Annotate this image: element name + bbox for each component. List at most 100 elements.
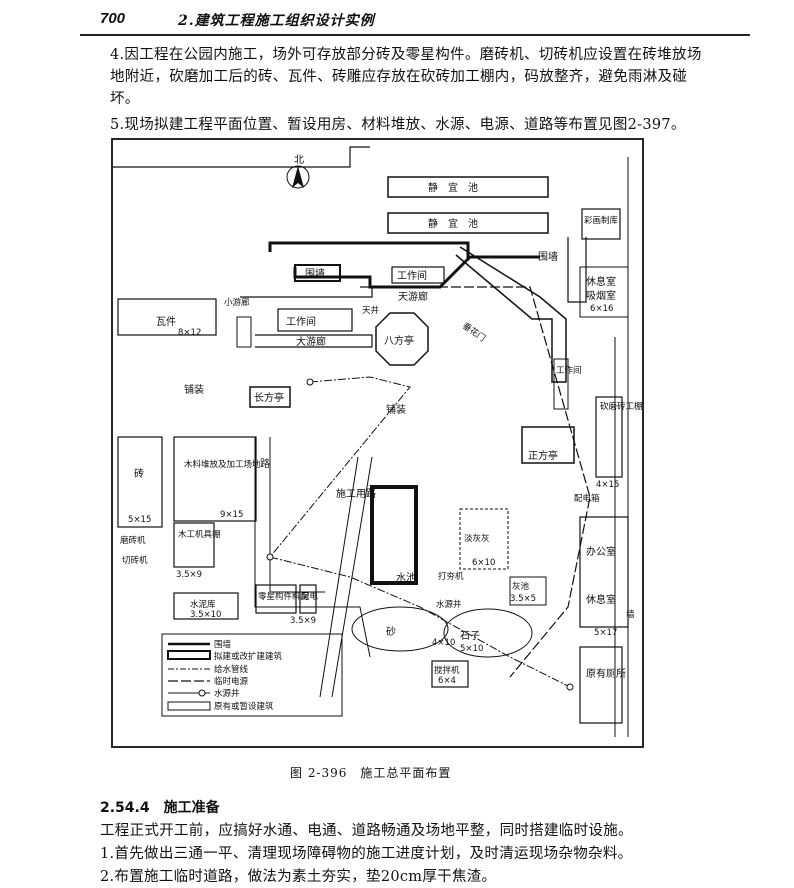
lime-tank-dim: 3.5×5 <box>510 594 536 604</box>
octagonal-pavilion <box>375 312 429 366</box>
rectangular-pavilion-label: 长方亭 <box>254 391 284 404</box>
legend-item-wall: 围墙 <box>214 639 232 650</box>
corridor-2-label: 大游廊 <box>296 335 326 348</box>
pool-upper <box>387 176 549 198</box>
tile-storage-label: 瓦件 <box>156 316 176 328</box>
intro-paragraph: 工程正式开工前，应搞好水通、电通、道路畅通及场地平整，同时搭建临时设施。 <box>100 823 633 839</box>
mixer-label: 搅拌机 <box>434 665 460 676</box>
small-corridor-label: 小游廊 <box>224 297 250 308</box>
mixer <box>431 660 469 688</box>
carpentry-shed-label: 木工机具棚 <box>178 529 221 540</box>
site-plan-figure: 北 静 宜 池 静 宜 池 彩画制库 围墙 休息室 吸烟室 6×16 围墙 工作… <box>110 137 645 749</box>
pool-upper-label: 静 宜 池 <box>428 181 478 194</box>
cement-store-label: 水泥库 <box>190 599 216 610</box>
figure-caption: 图 2-396 施工总平面布置 <box>290 766 452 780</box>
pool-lower-label: 静 宜 池 <box>428 217 478 230</box>
carpentry-shed-dim: 3.5×9 <box>176 570 202 580</box>
water-pool <box>370 485 418 585</box>
north-label: 北 <box>294 154 304 166</box>
lime-pit-label: 淡灰灰 <box>464 533 490 544</box>
header-rule <box>80 34 750 36</box>
power-room-label: 配电 <box>301 591 319 602</box>
legend-item-power: 临时电源 <box>214 676 249 687</box>
water-pool-label: 水池 <box>396 571 416 584</box>
courtyard-label: 天井 <box>362 305 379 316</box>
wall-left-label: 围墙 <box>305 267 325 280</box>
brick-shed-label: 砍磨砖工棚 <box>600 401 643 412</box>
road-label: 路 <box>260 457 270 470</box>
legend-item-planned: 拟建或改扩建建筑 <box>214 651 283 662</box>
distribution-box-label: 配电箱 <box>574 493 600 504</box>
workroom-3-label: 工作间 <box>556 365 582 376</box>
paving-center-label: 铺装 <box>386 403 406 416</box>
rest-room-dim: 5×17 <box>594 628 617 638</box>
wall-top-label: 围墙 <box>538 250 558 263</box>
square-pavilion-label: 正方亭 <box>528 449 558 462</box>
tile-storage-dim: 8×12 <box>178 328 201 338</box>
paint-store-label: 彩画制库 <box>584 215 619 226</box>
section-title: 施工准备 <box>163 800 220 816</box>
section-heading: 2.54.4 施工准备 <box>100 797 220 817</box>
gravel-pile <box>443 608 533 658</box>
square-pavilion <box>521 426 575 464</box>
water-supply-line <box>269 376 571 688</box>
brick-shed-dim: 4×15 <box>596 480 619 490</box>
cement-store-dim: 3.5×10 <box>190 610 221 620</box>
paint-store <box>581 208 621 240</box>
timber-yard <box>173 436 257 522</box>
running-header: 700 2.建筑工程施工组织设计实例 <box>60 4 750 36</box>
rest-room-label: 休息室 <box>586 593 616 606</box>
legend: 围墙 拟建或改扩建建筑 给水管线 临时电源 水源井 原有或暂设建筑 <box>161 633 343 717</box>
component-store-label: 零星构件料房 <box>258 591 309 602</box>
gravel-label: 石子 <box>460 630 480 642</box>
item-1: 1.首先做出三通一平、清理现场障碍物的施工进度计划，及时清运现场杂物杂料。 <box>100 846 633 862</box>
workroom-2-label: 工作间 <box>286 315 316 328</box>
compactor-label: 打夯机 <box>438 571 464 582</box>
lime-pit-dim: 6×10 <box>472 558 495 568</box>
brick-storage-dim: 5×15 <box>128 515 151 525</box>
cutter-label: 切砖机 <box>122 555 148 566</box>
site-plan-drawing: 北 静 宜 池 静 宜 池 彩画制库 围墙 休息室 吸烟室 6×16 围墙 工作… <box>111 138 644 748</box>
corridor-1-label: 天游廊 <box>398 290 428 303</box>
north-arrow-icon: 北 <box>286 154 310 189</box>
smoking-room-dim: 6×16 <box>590 304 613 314</box>
octagonal-pavilion-label: 八方亭 <box>384 334 414 347</box>
water-well-label: 水源井 <box>436 599 462 610</box>
paragraph-5: 5.现场拟建工程平面位置、暂设用房、材料堆放、水源、电源、道路等布置见图2-39… <box>110 117 686 133</box>
item-2: 2.布置施工临时道路，做法为素土夯实，垫20cm厚干焦渣。 <box>100 869 497 885</box>
sand-pile <box>351 606 449 652</box>
timber-yard-label: 木料堆放及加工场地 <box>184 459 261 470</box>
legend-item-water: 给水管线 <box>214 664 249 675</box>
boundary-wall <box>112 146 370 168</box>
rectangular-pavilion <box>249 386 291 408</box>
construction-road-label: 施工用路 <box>336 487 376 500</box>
mixer-dim: 6×4 <box>438 676 456 686</box>
timber-yard-dim: 9×15 <box>220 510 243 520</box>
tile-storage <box>117 298 217 336</box>
brick-storage-label: 砖 <box>134 467 144 480</box>
toilet-label: 原有厕所 <box>586 667 626 680</box>
page-number: 700 <box>100 10 126 27</box>
pool-lower <box>387 212 549 234</box>
rest-room-right-label: 休息室 <box>586 275 616 288</box>
floral-gate-label: 垂花门 <box>460 320 487 344</box>
wall-right-label: 墙 <box>626 609 635 620</box>
gravel-dim: 5×10 <box>460 644 483 654</box>
brick-storage <box>117 436 163 528</box>
power-room-dim: 3.5×9 <box>290 616 316 626</box>
site-boundary <box>111 138 644 748</box>
running-title: 2.建筑工程施工组织设计实例 <box>178 13 375 29</box>
legend-item-well: 水源井 <box>214 688 240 699</box>
workroom-1-label: 工作间 <box>397 269 427 282</box>
wall-left-block <box>294 264 341 282</box>
smoking-room-label: 吸烟室 <box>586 289 616 302</box>
office-label: 办公室 <box>586 545 616 558</box>
lime-tank-label: 灰池 <box>512 581 530 592</box>
paragraph-4: 4.因工程在公园内施工，场外可存放部分砖及零星构件。磨砖机、切砖机应设置在砖堆放… <box>110 47 702 107</box>
paving-left-label: 铺装 <box>184 383 204 396</box>
grinder-label: 磨砖机 <box>120 535 146 546</box>
section-number: 2.54.4 <box>100 800 150 816</box>
legend-item-existing: 原有或暂设建筑 <box>214 701 274 712</box>
sand-label: 砂 <box>386 625 396 638</box>
sand-dim: 4×10 <box>432 638 455 648</box>
